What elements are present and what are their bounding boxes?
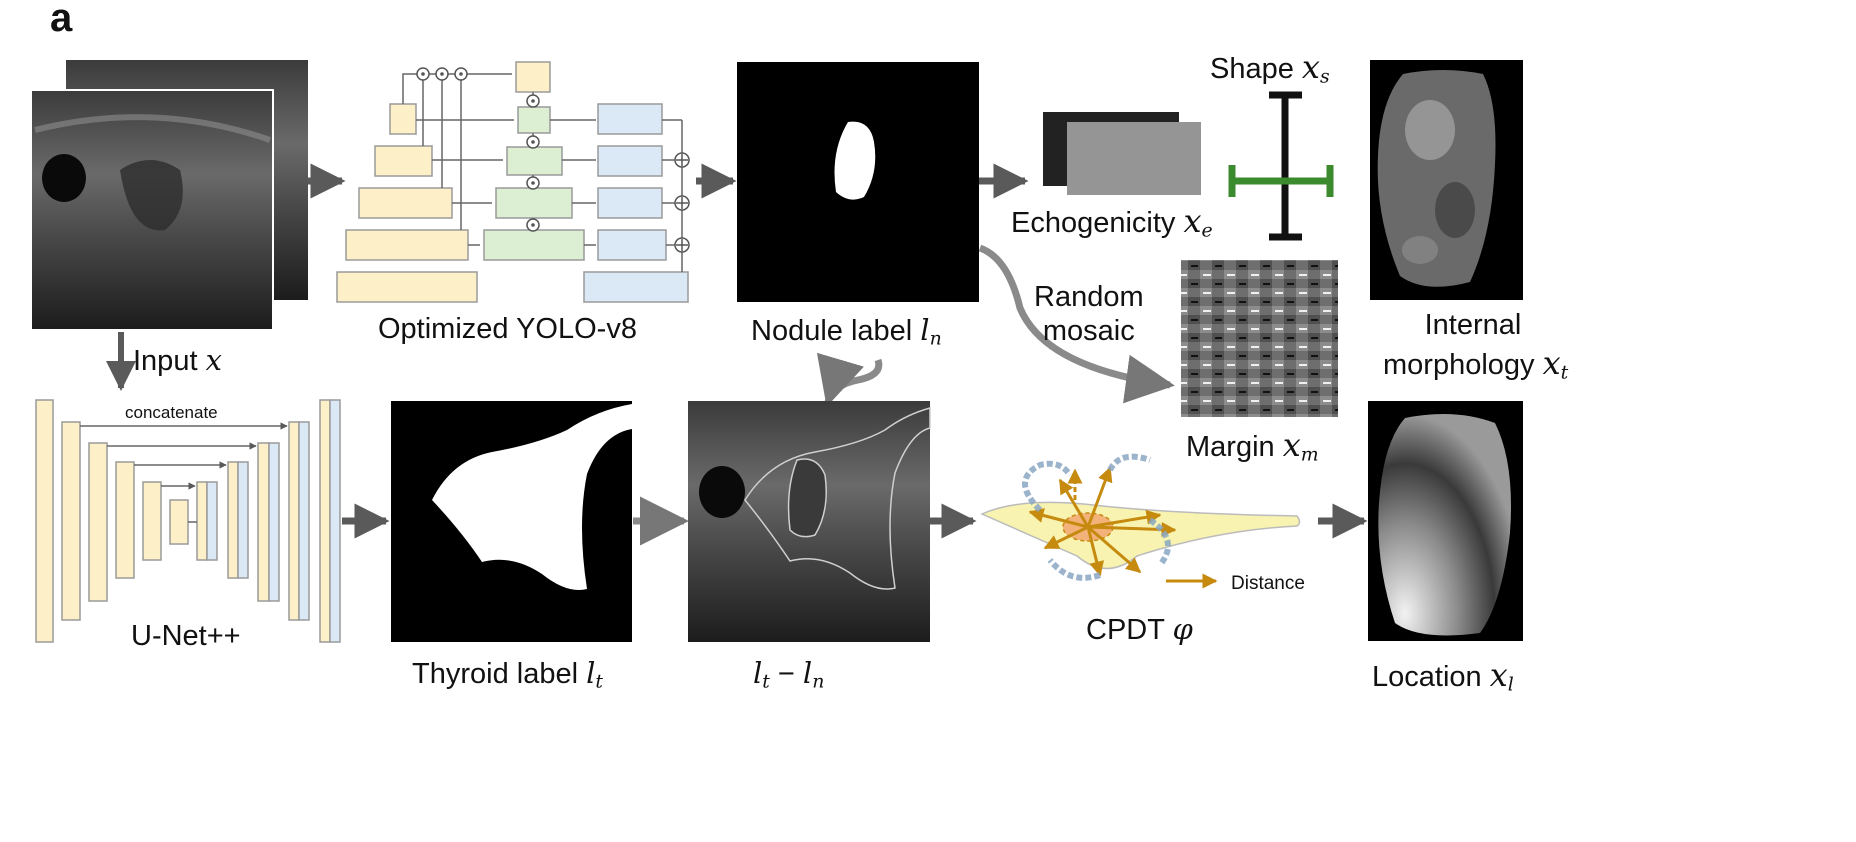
yolo-plus-signs [676,154,688,251]
internal-morphology-image [1370,60,1523,300]
thyroid-label-caption: Thyroid label lt [412,656,603,693]
internal-morphology-label: Internal morphology xt [1383,309,1569,384]
location-label: Location xl [1372,656,1514,696]
shape-graphic [1228,91,1334,241]
unet-label: U-Net++ [131,620,241,652]
panel-letter: a [50,0,73,40]
echogenicity-label: Echogenicity xe [1011,202,1213,242]
difference-ultrasound-image [688,401,931,642]
concatenate-label: concatenate [125,403,218,422]
nodule-label-image [737,62,979,302]
cpdt-label: CPDT φ [1086,612,1193,646]
arrow-nodule-to-diff [816,352,883,407]
yolo-label: Optimized YOLO-v8 [378,313,637,345]
arrow-random-mosaic [978,244,1175,404]
yolo-operator-dots [421,72,535,227]
unet-diagram [35,399,341,643]
input-label: Input x [133,343,222,377]
margin-mosaic-image [1181,260,1338,417]
shape-label: Shape xs [1210,48,1330,88]
yolo-operators [416,67,690,253]
difference-label: lt − ln [753,656,825,693]
cpdt-graphic [980,453,1301,589]
echogenicity-graphic [1043,112,1201,195]
unet-skip-connections [80,422,288,523]
input-ultrasound-stack [30,60,308,331]
yolo-network-diagram [336,61,689,303]
nodule-label-caption: Nodule label ln [751,313,942,350]
distance-legend-label: Distance [1231,573,1305,594]
margin-label: Margin xm [1186,426,1319,466]
location-image [1368,401,1523,641]
thyroid-label-image [391,401,632,642]
